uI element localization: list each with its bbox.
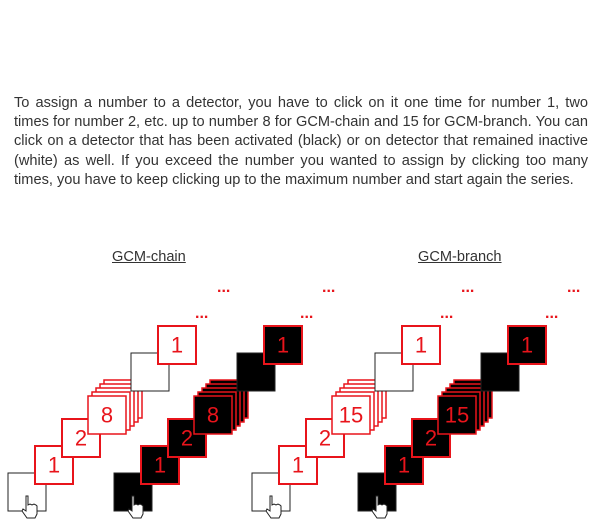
chain-white-ellipsis-top: ... <box>217 279 230 296</box>
branch-white-detector-1 <box>278 445 318 485</box>
chain-white-hand-pointer-icon <box>21 495 38 519</box>
gcm-chain-title: GCM-chain <box>112 249 186 265</box>
branch-black-detector-restart-1 <box>507 325 547 365</box>
branch-white-label-1: 1 <box>292 453 304 478</box>
gcm-branch-title: GCM-branch <box>418 249 502 265</box>
chain-white-label-restart-1: 1 <box>171 333 183 358</box>
branch-black-ellipsis-bottom: ... <box>545 305 558 322</box>
chain-white-ellipsis-bottom: ... <box>195 305 208 322</box>
branch-black-stack-card <box>437 395 477 435</box>
branch-white-stack-card <box>331 395 371 435</box>
branch-black-label-max: 15 <box>445 403 469 428</box>
chain-black-label-2: 2 <box>181 426 193 451</box>
chain-black-label-1: 1 <box>154 453 166 478</box>
chain-white-label-2: 2 <box>75 426 87 451</box>
branch-black-label-restart-1: 1 <box>521 333 533 358</box>
branch-white-hand-pointer-icon <box>265 495 282 519</box>
branch-white-label-max: 15 <box>339 403 363 428</box>
chain-white-label-max: 8 <box>101 403 113 428</box>
branch-black-hand-pointer-icon <box>371 495 388 519</box>
branch-black-label-1: 1 <box>398 453 410 478</box>
chain-white-stack-card <box>87 395 127 435</box>
detector-illustration: 128112811215112151......................… <box>7 279 580 519</box>
branch-black-label-2: 2 <box>425 426 437 451</box>
chain-black-stack-card <box>193 395 233 435</box>
instructions-text: To assign a number to a detector, you ha… <box>14 95 588 188</box>
branch-white-detector-restart-1 <box>401 325 441 365</box>
chain-black-label-restart-1: 1 <box>277 333 289 358</box>
chain-black-ellipsis-top: ... <box>322 279 335 296</box>
chain-white-label-1: 1 <box>48 453 60 478</box>
chain-black-label-max: 8 <box>207 403 219 428</box>
branch-white-label-restart-1: 1 <box>415 333 427 358</box>
chain-black-ellipsis-bottom: ... <box>300 305 313 322</box>
chain-black-hand-pointer-icon <box>127 495 144 519</box>
chain-black-detector-restart-1 <box>263 325 303 365</box>
chain-white-detector-restart-1 <box>157 325 197 365</box>
branch-white-label-2: 2 <box>319 426 331 451</box>
branch-black-ellipsis-top: ... <box>567 279 580 296</box>
branch-white-ellipsis-bottom: ... <box>440 305 453 322</box>
branch-white-ellipsis-top: ... <box>461 279 474 296</box>
